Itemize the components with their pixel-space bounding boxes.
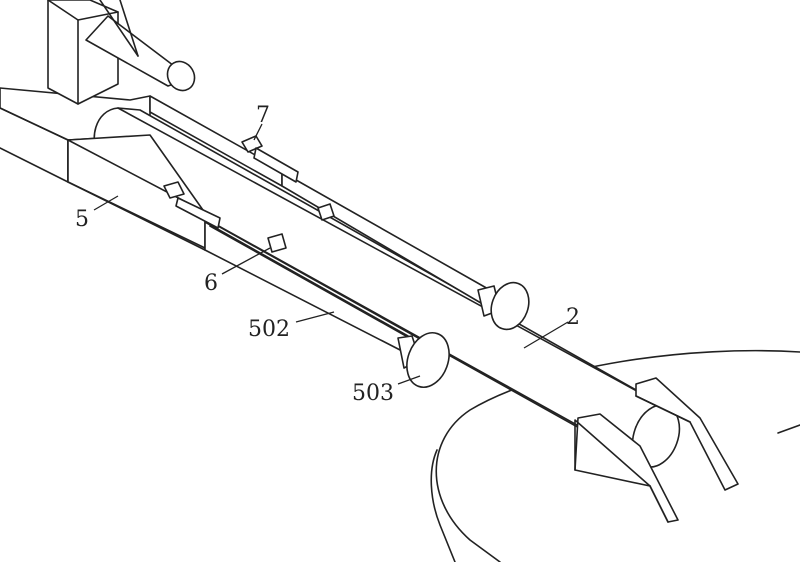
leader-5 xyxy=(93,195,119,211)
leader-lines xyxy=(93,123,569,385)
label-6: 6 xyxy=(204,271,218,296)
leader-502 xyxy=(295,311,335,323)
leader-503 xyxy=(397,375,421,385)
base-platform xyxy=(430,349,800,562)
label-502: 502 xyxy=(248,317,290,342)
leader-2 xyxy=(523,321,569,349)
front-suction-cup xyxy=(397,332,450,388)
label-2: 2 xyxy=(566,305,580,330)
clamp-jaws xyxy=(574,377,739,523)
main-cylinder xyxy=(93,107,681,468)
small-brackets xyxy=(163,135,335,253)
leader-7 xyxy=(253,123,263,141)
label-7: 7 xyxy=(256,103,270,128)
label-5: 5 xyxy=(75,207,89,232)
motor-block xyxy=(47,0,196,105)
label-503: 503 xyxy=(352,381,394,406)
leader-6 xyxy=(221,247,271,275)
rear-slider xyxy=(149,95,530,331)
